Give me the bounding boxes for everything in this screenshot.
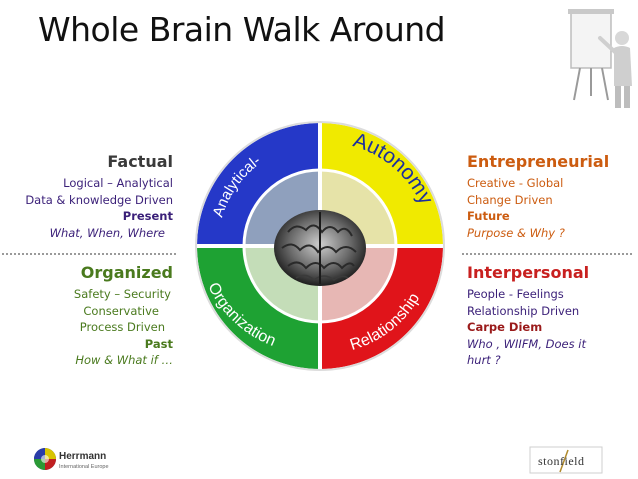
factual-heading: Factual xyxy=(107,152,173,171)
entrepreneurial-heading: Entrepreneurial xyxy=(467,152,610,171)
relationship-quadrant-ring xyxy=(320,246,443,369)
factual-block: Factual Logical – Analytical Data & know… xyxy=(0,151,173,241)
factual-line1: Logical – Analytical xyxy=(63,176,173,190)
entrepreneurial-block: Entrepreneurial Creative - Global Change… xyxy=(467,151,632,241)
brain-icon xyxy=(274,210,366,286)
presenter-flipchart-icon xyxy=(568,9,632,108)
organized-question: How & What if … xyxy=(75,353,173,367)
interpersonal-question-line1: Who , WIIFM, Does it xyxy=(467,336,586,351)
stonfield-logo-text: stonfield xyxy=(538,454,585,468)
interpersonal-line1: People - Feelings xyxy=(467,287,564,301)
interpersonal-line2: Relationship Driven xyxy=(467,303,580,318)
analytical-quadrant-ring xyxy=(197,123,320,246)
organized-block: Organized Safety – Security Conservative… xyxy=(0,262,173,369)
herrmann-logo-sub: International Europe xyxy=(59,464,109,470)
factual-time: Present xyxy=(122,209,173,223)
organized-heading: Organized xyxy=(80,263,173,282)
left-divider xyxy=(2,253,176,255)
whole-brain-wheel: Analytical- Autonomy Organization Relati… xyxy=(195,121,445,371)
herrmann-logo-name: Herrmann xyxy=(59,451,106,462)
interpersonal-question-line2: hurt ? xyxy=(467,353,501,367)
interpersonal-block: Interpersonal People - Feelings Relation… xyxy=(467,262,632,369)
herrmann-logo xyxy=(34,448,56,470)
right-divider xyxy=(462,253,632,255)
interpersonal-time: Carpe Diem xyxy=(467,320,543,334)
organized-line3: Process Driven xyxy=(79,320,165,334)
organized-line1: Safety – Security xyxy=(73,287,171,301)
organization-quadrant-ring xyxy=(197,246,320,369)
page-title: Whole Brain Walk Around xyxy=(38,10,446,49)
interpersonal-heading: Interpersonal xyxy=(467,263,590,282)
entrepreneurial-question: Purpose & Why ? xyxy=(467,225,565,240)
organized-line2: Conservative xyxy=(83,303,159,318)
entrepreneurial-time: Future xyxy=(467,209,510,223)
autonomy-quadrant-ring xyxy=(320,123,443,246)
organized-time: Past xyxy=(144,336,173,351)
entrepreneurial-line1: Creative - Global xyxy=(467,176,564,190)
entrepreneurial-line2: Change Driven xyxy=(467,192,553,207)
stonfield-logo xyxy=(529,446,603,474)
factual-question: What, When, Where xyxy=(49,225,165,240)
factual-line2: Data & knowledge Driven xyxy=(25,192,173,207)
